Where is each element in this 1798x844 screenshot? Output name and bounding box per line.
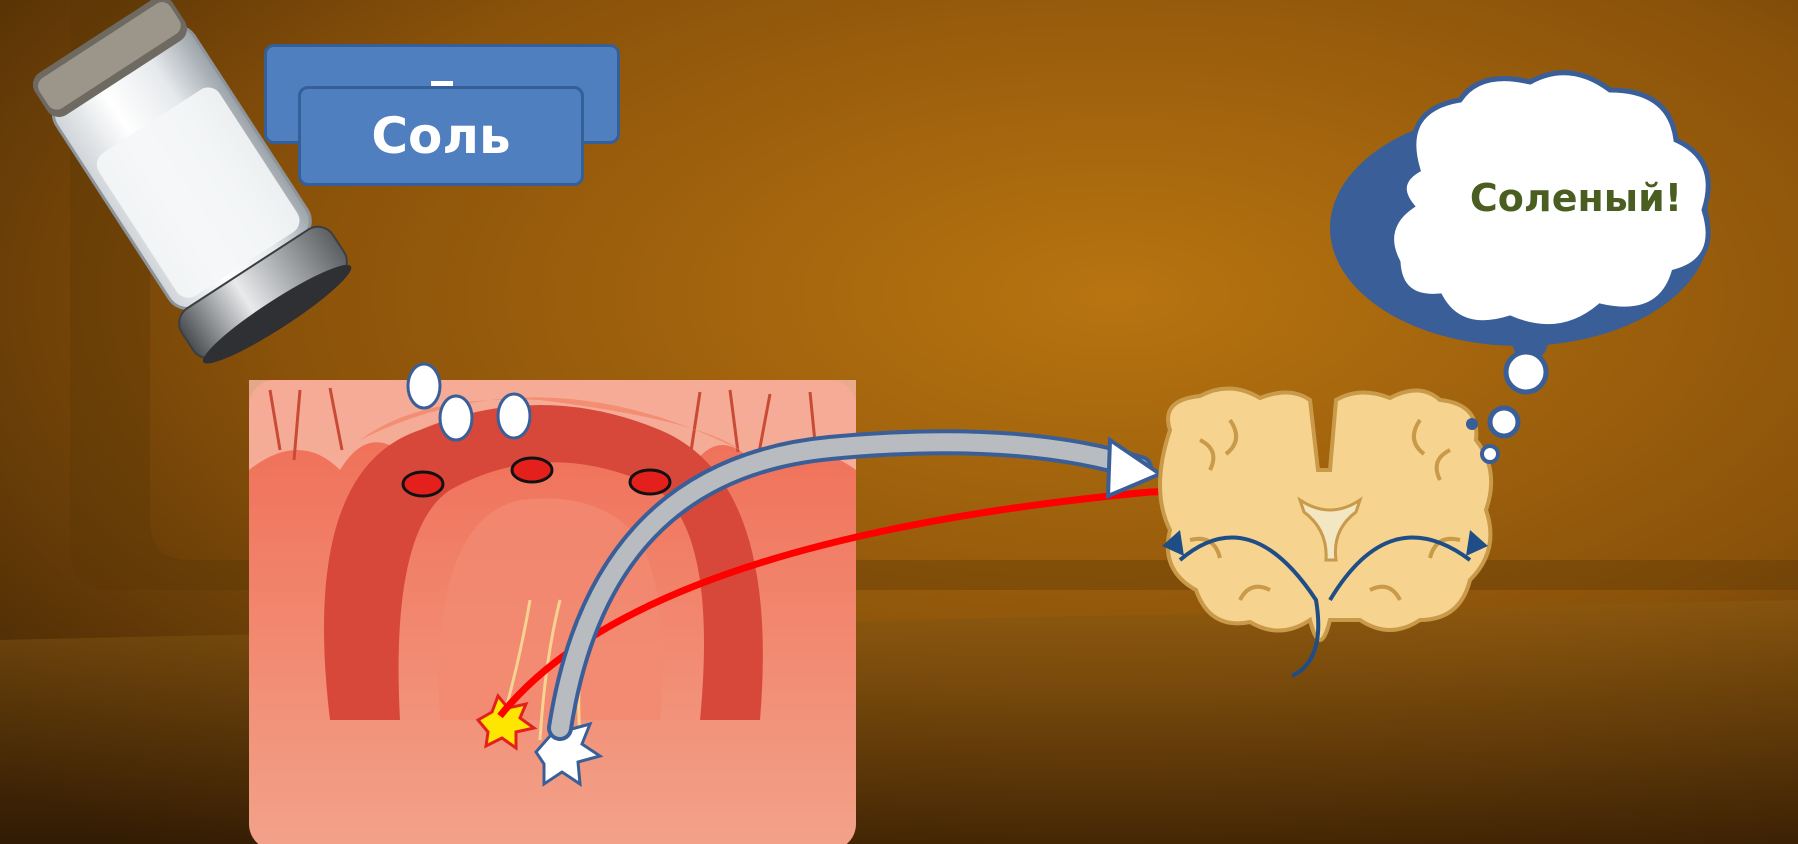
salt-label-text: Соль: [371, 107, 510, 165]
perception-text: Соленый!: [1456, 176, 1696, 220]
salt-label-box: Соль: [298, 86, 584, 186]
